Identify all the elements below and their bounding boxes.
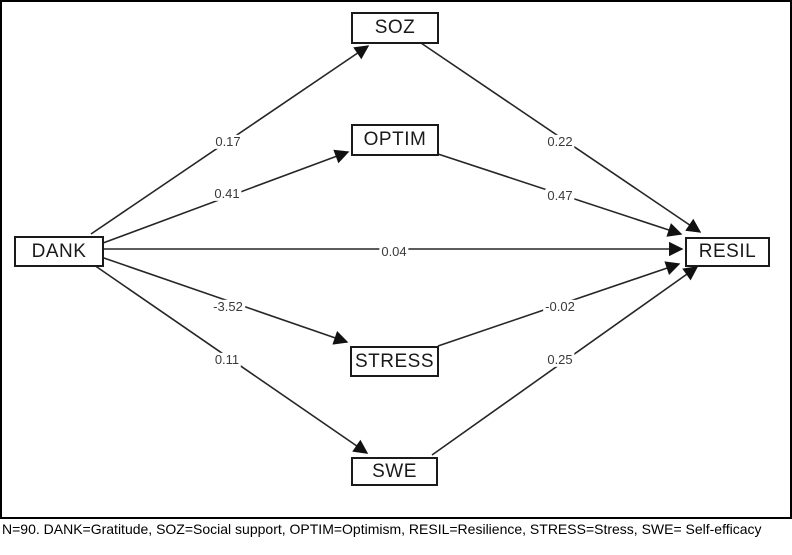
coefficient-optim-resil: 0.47 bbox=[545, 187, 575, 204]
coefficient-soz-resil: 0.22 bbox=[545, 133, 575, 150]
arrow-dank-stress bbox=[100, 256, 349, 345]
node-optim: OPTIM bbox=[351, 124, 439, 156]
path-diagram: DANK SOZ OPTIM STRESS SWE RESIL 0.17 0.4… bbox=[0, 0, 792, 519]
footnote: N=90. DANK=Gratitude, SOZ=Social support… bbox=[2, 521, 762, 537]
coefficient-dank-swe: 0.11 bbox=[212, 351, 242, 368]
coefficient-dank-soz: 0.17 bbox=[213, 133, 243, 150]
node-soz: SOZ bbox=[351, 12, 439, 44]
coefficient-stress-resil: -0.02 bbox=[543, 298, 577, 315]
node-stress: STRESS bbox=[350, 346, 439, 377]
coefficient-dank-stress: -3.52 bbox=[211, 298, 245, 315]
coefficient-dank-resil: 0.04 bbox=[379, 243, 409, 260]
node-swe: SWE bbox=[351, 457, 438, 486]
coefficient-dank-optim: 0.41 bbox=[212, 185, 242, 202]
node-resil: RESIL bbox=[685, 237, 770, 267]
node-dank: DANK bbox=[14, 236, 104, 267]
coefficient-swe-resil: 0.25 bbox=[545, 351, 575, 368]
path-arrows-svg bbox=[90, 42, 702, 456]
